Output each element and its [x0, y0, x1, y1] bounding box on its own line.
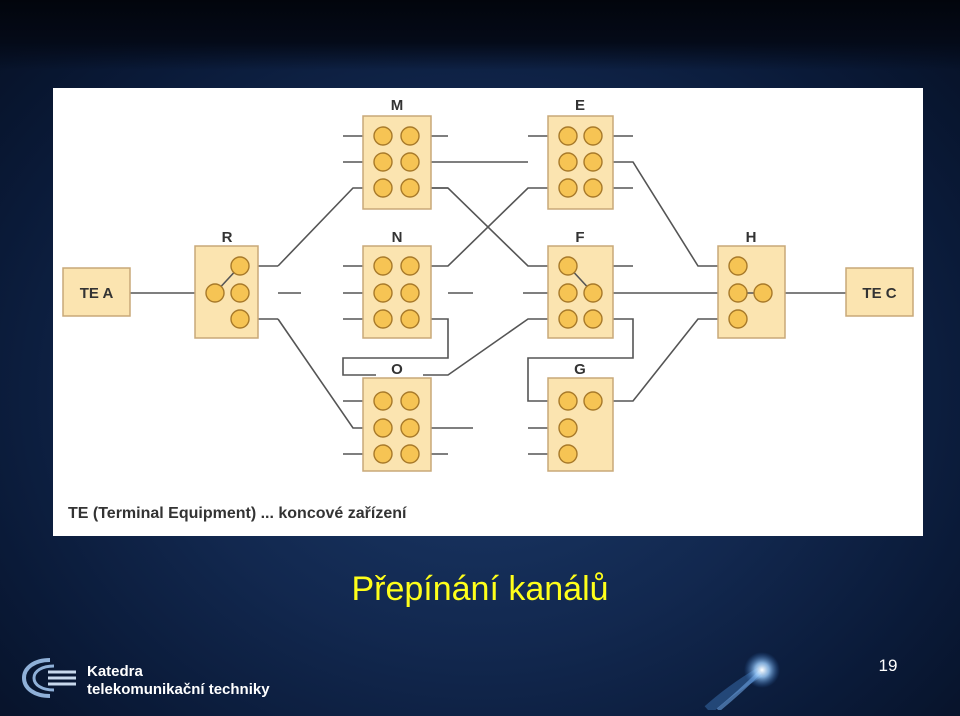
top-band — [0, 0, 960, 70]
switch-e-box — [547, 115, 614, 210]
diagram-caption: TE (Terminal Equipment) ... koncové zaří… — [68, 505, 407, 522]
internal-links — [214, 265, 763, 294]
switch-f-box — [547, 245, 614, 339]
label-e: E — [575, 97, 585, 114]
terminal-te-a: TE A — [62, 267, 131, 317]
footer-line-2: telekomunikační techniky — [87, 681, 270, 698]
label-h: H — [746, 229, 757, 246]
switching-diagram: TE A TE C — [62, 97, 914, 472]
switch-ports — [205, 126, 773, 464]
footer-department: Katedra telekomunikační techniky — [87, 663, 270, 699]
comet-decoration-icon — [704, 652, 780, 710]
department-logo-icon — [21, 658, 76, 698]
terminal-a-label: TE A — [80, 285, 114, 302]
connection-lines — [130, 135, 846, 455]
switch-m-box — [362, 115, 432, 210]
page-number: 19 — [878, 656, 898, 675]
switch-n-box — [362, 245, 432, 339]
slide-title: Přepínání kanálů — [351, 570, 609, 608]
label-g: G — [574, 361, 586, 378]
diagram-panel: TE A TE C — [53, 88, 923, 536]
label-f: F — [575, 229, 584, 246]
footer-line-1: Katedra — [87, 663, 143, 680]
node-labels: M E R N F H O G — [222, 97, 757, 378]
terminal-c-label: TE C — [862, 285, 896, 302]
switch-h-box — [717, 245, 786, 339]
label-o: O — [391, 361, 403, 378]
label-r: R — [222, 229, 233, 246]
switch-o-box — [362, 377, 432, 472]
switch-g-box — [547, 377, 614, 472]
terminal-te-c: TE C — [845, 267, 914, 317]
label-n: N — [392, 229, 403, 246]
label-m: M — [391, 97, 404, 114]
